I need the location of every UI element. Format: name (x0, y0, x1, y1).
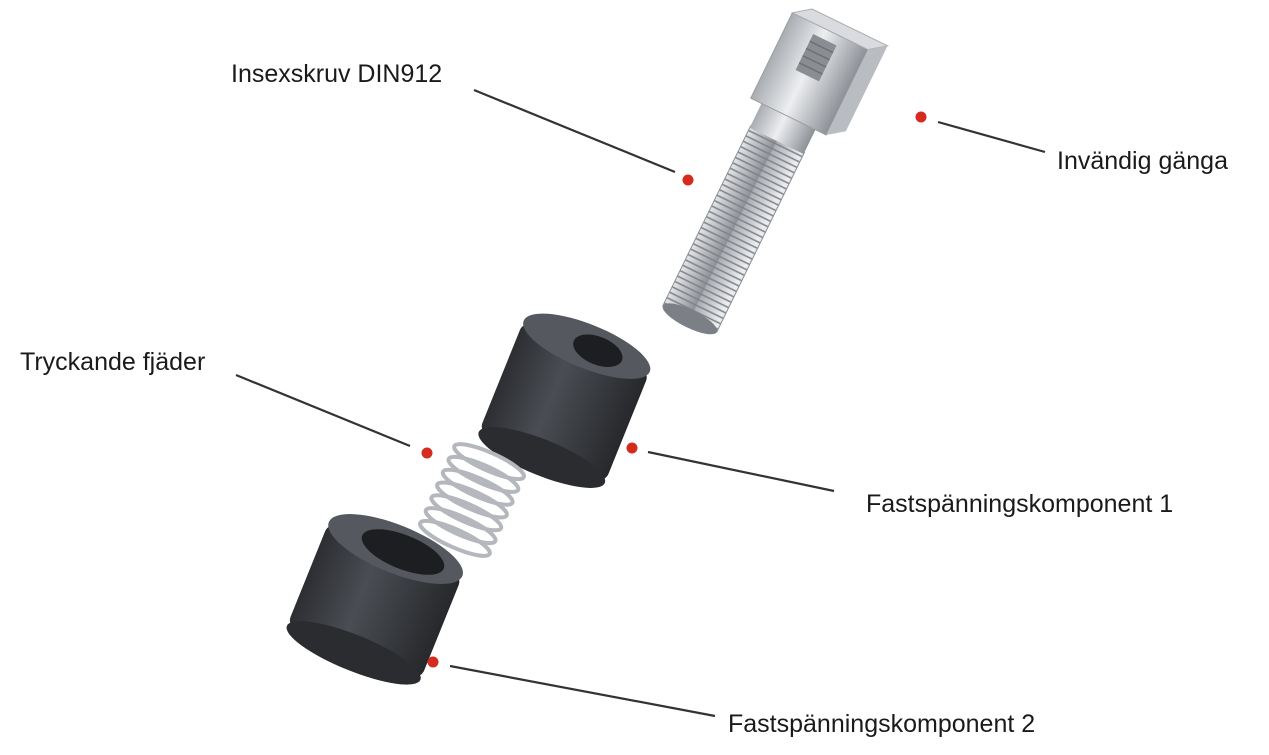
marker-internal-thread (915, 111, 927, 123)
label-spring: Tryckande fjäder (20, 348, 206, 376)
label-screw: Insexskruv DIN912 (231, 60, 443, 88)
clamp-1-illustration (478, 313, 651, 488)
marker-spring (421, 447, 433, 459)
leader-line-screw (473, 88, 676, 174)
label-internal-thread: Invändig gänga (1057, 147, 1228, 175)
leader-line-internal-thread (937, 120, 1046, 154)
label-clamp-2: Fastspänningskomponent 2 (728, 710, 1036, 738)
leader-line-clamp-2 (449, 664, 716, 718)
clamp-2-illustration (286, 514, 463, 685)
marker-clamp-1 (626, 442, 638, 454)
marker-clamp-2 (427, 656, 439, 668)
leader-line-spring (235, 373, 411, 448)
spring-illustration (418, 442, 526, 558)
leader-line-clamp-1 (647, 450, 835, 493)
screw-illustration (662, 8, 890, 335)
label-clamp-1: Fastspänningskomponent 1 (866, 490, 1174, 518)
marker-screw (682, 174, 694, 186)
